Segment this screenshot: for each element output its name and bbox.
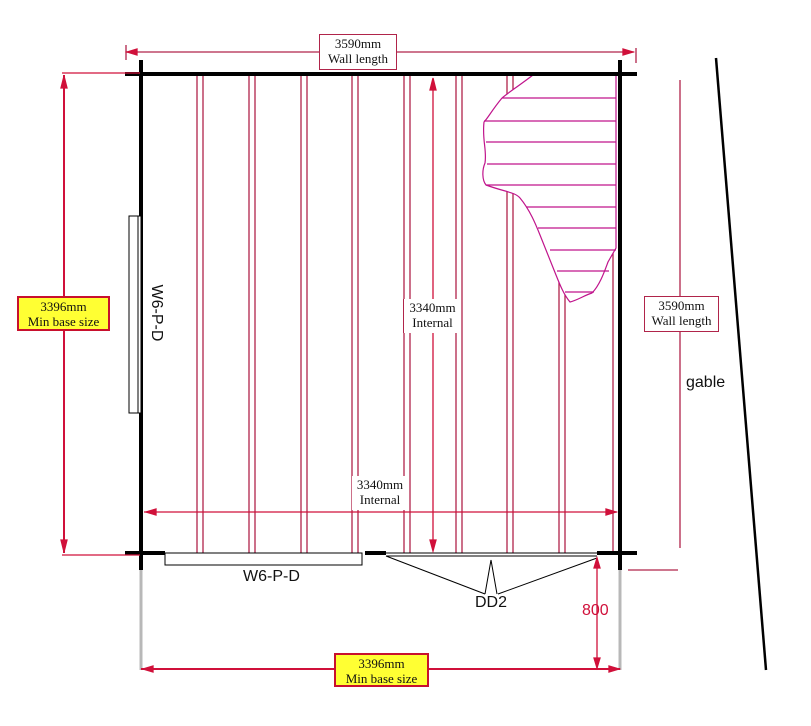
dimension-caption: Wall length (651, 313, 712, 328)
bottom-min-base-label: 3396mm Min base size (334, 653, 429, 687)
floorboard-cutaway (482, 74, 617, 303)
dimension-caption: Internal (359, 492, 401, 507)
right-wall-length-label: 3590mm Wall length (644, 296, 719, 332)
dimension-value: 3590mm (658, 298, 705, 313)
dimension-caption: Min base size (27, 314, 100, 329)
left-window (128, 215, 142, 414)
dimension-caption: Internal (412, 315, 453, 330)
dimension-caption: Min base size (345, 671, 418, 686)
dimension-value: 3396mm (358, 656, 405, 671)
left-min-base-label: 3396mm Min base size (17, 296, 110, 331)
dimension-value: 3590mm (334, 36, 382, 51)
top-wall-length-label: 3590mm Wall length (319, 34, 397, 70)
left-window-label: W6-P-D (148, 284, 165, 342)
internal-horizontal-label: 3340mm Internal (352, 476, 408, 510)
gable-line (714, 57, 768, 671)
gable-label: gable (686, 374, 726, 391)
dimension-value: 3340mm (409, 300, 456, 315)
dimension-value: 3396mm (40, 299, 87, 314)
internal-vertical-label: 3340mm Internal (403, 299, 461, 333)
floor-joists (196, 75, 614, 553)
dimension-value: 3340mm (356, 477, 404, 492)
overhang-dimension-label: 800 (582, 602, 609, 619)
dimension-caption: Wall length (328, 51, 388, 66)
front-window (164, 552, 363, 566)
door-label: DD2 (475, 594, 508, 611)
front-window-label: W6-P-D (243, 568, 300, 585)
double-door (385, 552, 598, 595)
